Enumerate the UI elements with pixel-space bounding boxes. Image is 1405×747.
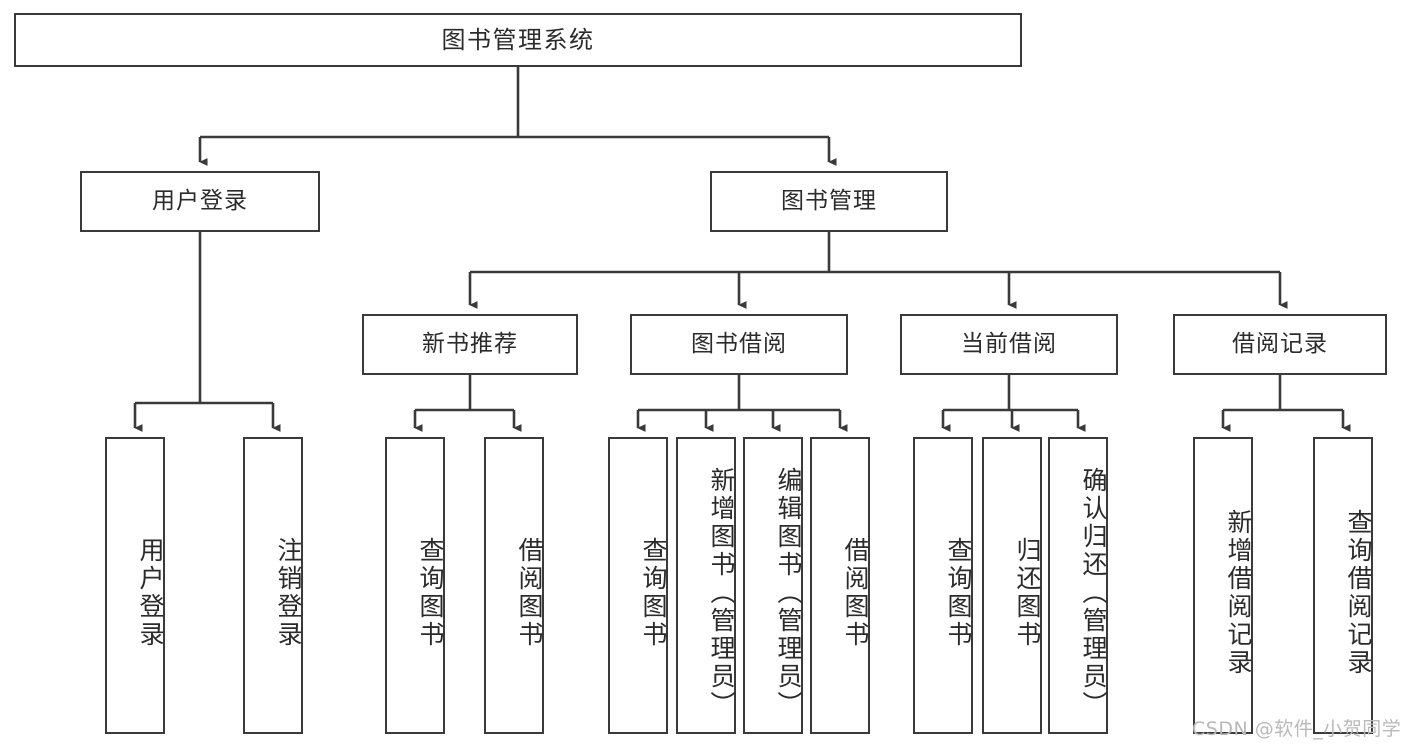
node-leaf-查询图书[interactable]: 查询图书 bbox=[913, 437, 973, 734]
node-level3-借阅记录[interactable]: 借阅记录 bbox=[1173, 314, 1387, 375]
node-leaf-查询图书[interactable]: 查询图书 bbox=[608, 437, 668, 734]
node-root-图书管理系统[interactable]: 图书管理系统 bbox=[14, 13, 1022, 67]
node-leaf-借阅图书[interactable]: 借阅图书 bbox=[810, 437, 870, 734]
node-leaf-新增图书（管理员）[interactable]: 新增图书（管理员） bbox=[676, 437, 736, 734]
node-leaf-编辑图书（管理员）[interactable]: 编辑图书（管理员） bbox=[743, 437, 803, 734]
node-leaf-新增借阅记录[interactable]: 新增借阅记录 bbox=[1193, 437, 1253, 734]
csdn-watermark: CSDN @软件_小贺同学 bbox=[1192, 718, 1402, 740]
node-level2-用户登录[interactable]: 用户登录 bbox=[80, 171, 320, 232]
node-leaf-借阅图书[interactable]: 借阅图书 bbox=[484, 437, 544, 734]
node-leaf-用户登录[interactable]: 用户登录 bbox=[105, 437, 165, 734]
node-level2-图书管理[interactable]: 图书管理 bbox=[710, 171, 948, 232]
node-leaf-确认归还（管理员）[interactable]: 确认归还（管理员） bbox=[1048, 437, 1108, 734]
node-leaf-查询借阅记录[interactable]: 查询借阅记录 bbox=[1313, 437, 1373, 734]
node-leaf-查询图书[interactable]: 查询图书 bbox=[385, 437, 445, 734]
node-level3-当前借阅[interactable]: 当前借阅 bbox=[900, 314, 1118, 375]
node-leaf-归还图书[interactable]: 归还图书 bbox=[982, 437, 1042, 734]
node-level3-新书推荐[interactable]: 新书推荐 bbox=[362, 314, 578, 375]
node-leaf-注销登录[interactable]: 注销登录 bbox=[243, 437, 303, 734]
node-level3-图书借阅[interactable]: 图书借阅 bbox=[630, 314, 848, 375]
